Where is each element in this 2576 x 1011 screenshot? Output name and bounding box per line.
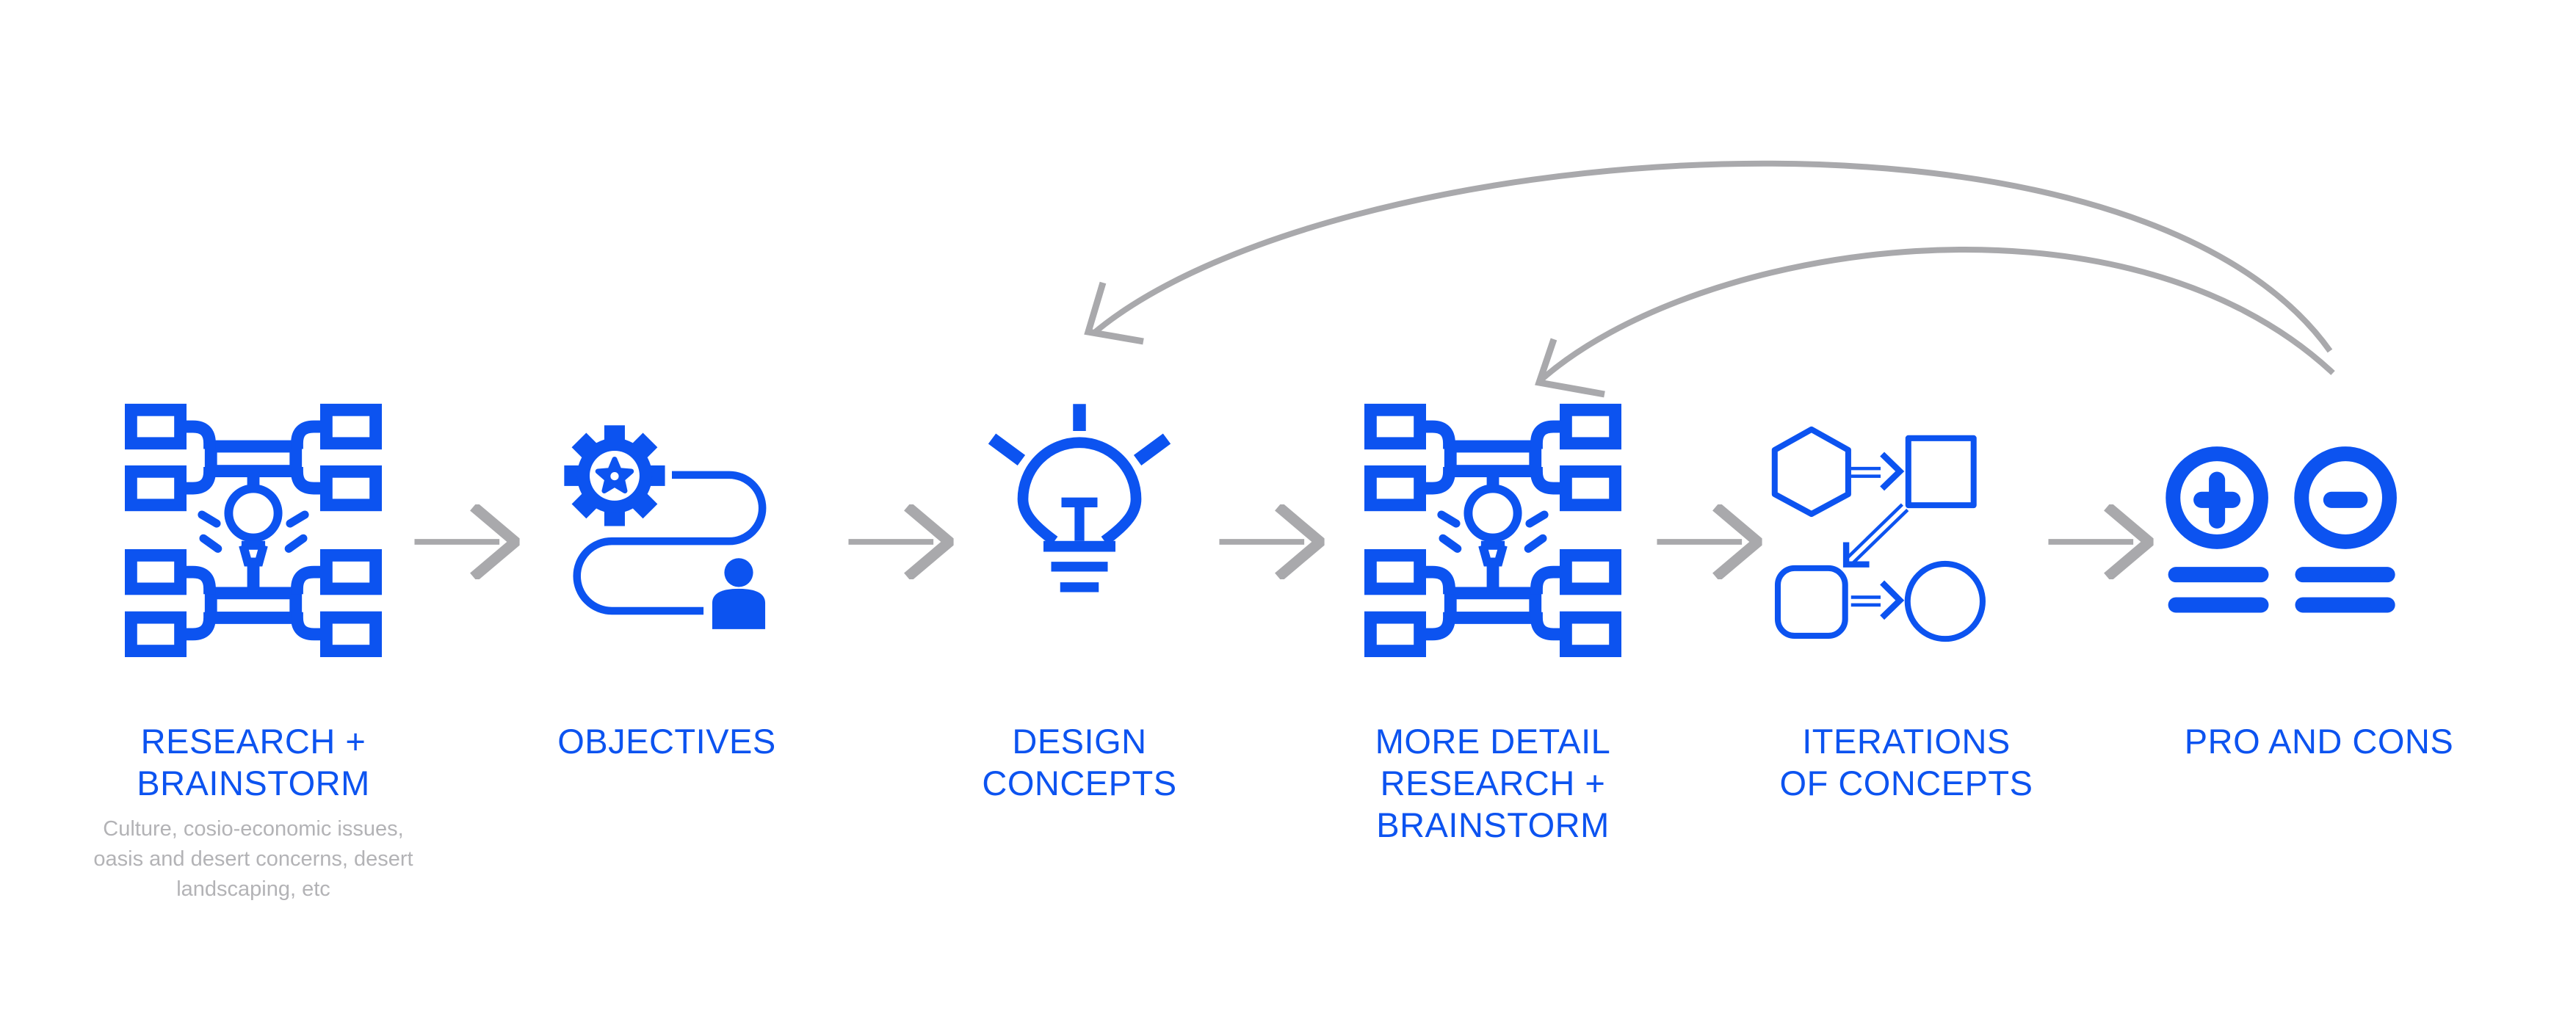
step-label: DESIGN CONCEPTS: [874, 720, 1285, 804]
plus-minus-icon: [2190, 400, 2447, 657]
step-label-line: BRAINSTORM: [137, 764, 370, 802]
flow-arrow-icon: [413, 504, 521, 579]
step-label-line: ITERATIONS: [1802, 722, 2011, 761]
step-label: OBJECTIVES: [461, 720, 872, 762]
step-label-line: OF CONCEPTS: [1779, 764, 2033, 802]
flow-arrow-icon: [847, 504, 955, 579]
step-sublabel: Culture, cosio-economic issues, oasis an…: [48, 814, 459, 905]
flow-arrow-icon: [2047, 504, 2154, 579]
process-step-iterations: ITERATIONS OF CONCEPTS: [1701, 400, 2112, 804]
process-step-more-detail-research: MORE DETAIL RESEARCH + BRAINSTORM: [1287, 400, 1698, 846]
mind-map-icon: [1364, 400, 1621, 657]
process-step-objectives: OBJECTIVES: [461, 400, 872, 762]
mind-map-icon: [125, 400, 382, 657]
shapes-flow-icon: [1778, 400, 2035, 657]
step-sublabel-line: Culture, cosio-economic issues,: [103, 817, 404, 841]
process-step-design-concepts: DESIGN CONCEPTS: [874, 400, 1285, 804]
step-label-line: DESIGN: [1012, 722, 1147, 761]
feedback-arrowhead-more-detail-icon: [1535, 338, 1605, 398]
step-label: PRO AND CONS: [2113, 720, 2525, 762]
feedback-arrowhead-design-concepts-icon: [1084, 281, 1144, 345]
step-label: ITERATIONS OF CONCEPTS: [1701, 720, 2112, 804]
step-label-line: RESEARCH +: [1380, 764, 1606, 802]
step-label-line: CONCEPTS: [982, 764, 1177, 802]
step-label-line: RESEARCH +: [140, 722, 366, 761]
step-sublabel-line: landscaping, etc: [176, 877, 330, 901]
step-label: RESEARCH + BRAINSTORM: [48, 720, 459, 804]
process-step-research-brainstorm: RESEARCH + BRAINSTORM Culture, cosio-eco…: [48, 400, 459, 905]
feedback-arrow-to-more-detail-research: [1538, 246, 2335, 383]
step-label-line: BRAINSTORM: [1376, 805, 1610, 844]
flow-arrow-icon: [1656, 504, 1763, 579]
step-label-line: OBJECTIVES: [557, 722, 776, 761]
lightbulb-icon: [951, 400, 1208, 657]
step-label-line: PRO AND CONS: [2184, 722, 2454, 761]
flow-arrow-icon: [1218, 504, 1325, 579]
step-label: MORE DETAIL RESEARCH + BRAINSTORM: [1287, 720, 1698, 846]
process-step-pro-and-cons: PRO AND CONS: [2113, 400, 2525, 762]
feedback-arrow-to-design-concepts: [1090, 160, 2333, 353]
step-label-line: MORE DETAIL: [1375, 722, 1611, 761]
step-sublabel-line: oasis and desert concerns, desert: [93, 847, 413, 871]
goal-path-icon: [538, 400, 795, 657]
